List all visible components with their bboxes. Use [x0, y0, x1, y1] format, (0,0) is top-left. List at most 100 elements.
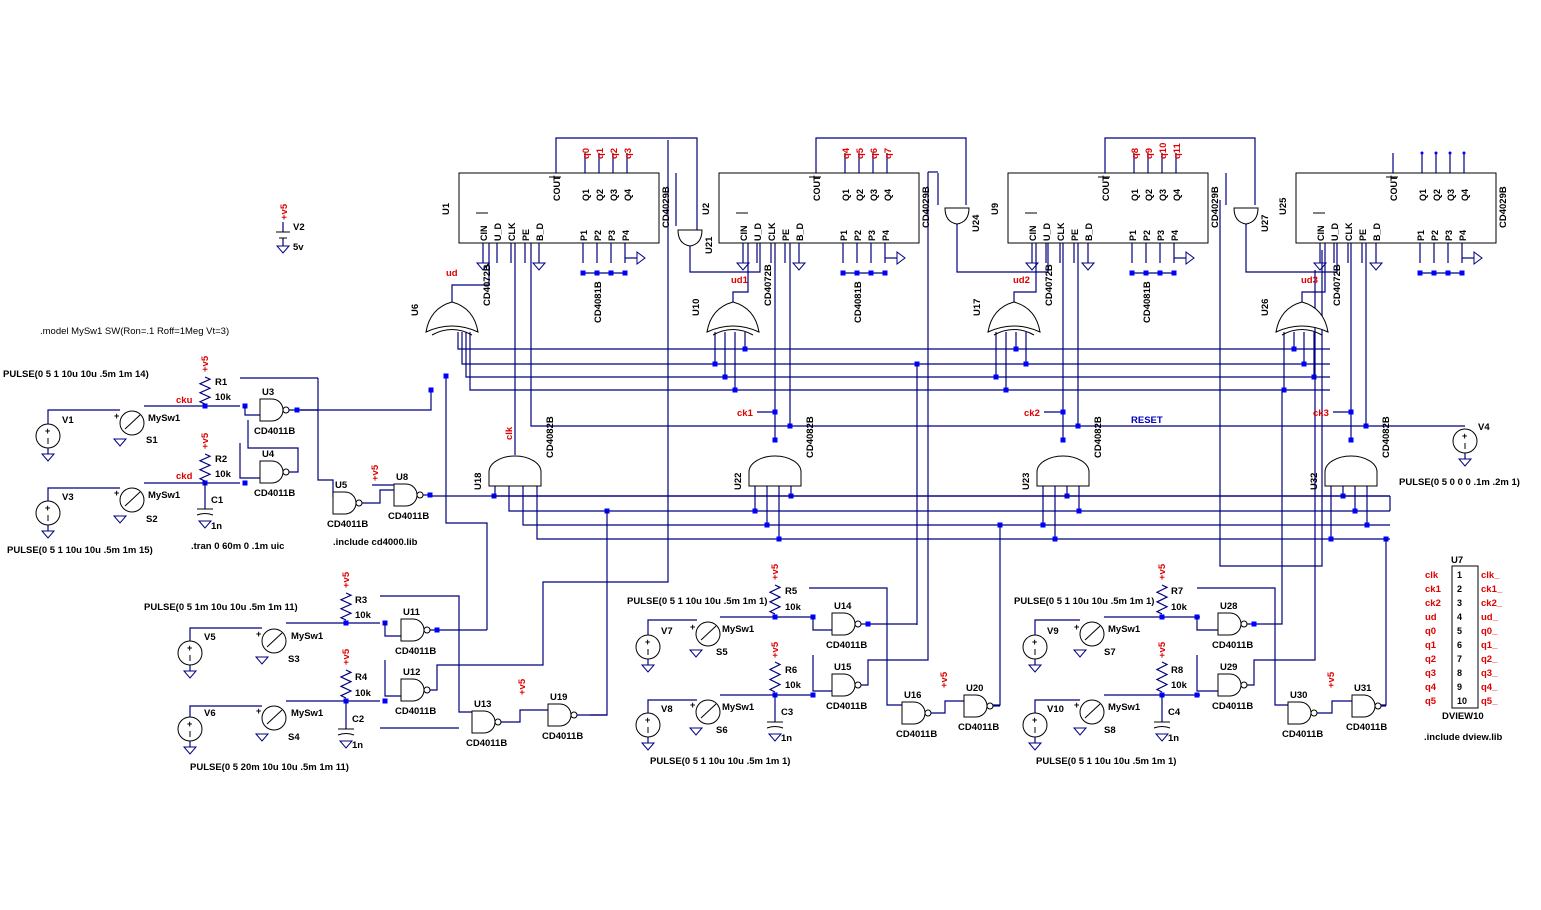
nand-gate-icon [259, 398, 284, 422]
pin-label: P1 [579, 230, 589, 241]
pin-label: B_D [795, 222, 805, 241]
pin-label: Q1 [841, 189, 851, 201]
junction [427, 492, 433, 498]
ground-icon [1154, 733, 1170, 742]
switch-blade [700, 625, 717, 641]
dview-output: q2_ [1481, 654, 1498, 665]
junction [1301, 361, 1307, 367]
inverter-bubble [986, 702, 994, 710]
wire [522, 486, 1390, 526]
pin-label: P3 [867, 230, 877, 241]
net-label-ud3: ud3 [1301, 275, 1318, 286]
junction [772, 409, 778, 415]
junction [1291, 346, 1297, 352]
wire [451, 243, 490, 302]
pin-label: P3 [1156, 230, 1166, 241]
net-label-q: q7 [883, 148, 894, 159]
voltage-source-icon [35, 500, 61, 526]
nand-gate-icon [831, 673, 856, 697]
gate-ref: U3 [262, 387, 274, 398]
junction [764, 522, 770, 528]
switch-blade [1084, 703, 1101, 719]
pin-label: B_D [1084, 222, 1094, 241]
src-ref: V3 [62, 492, 74, 503]
supply-label: +v5 [370, 464, 381, 481]
nand-gate-icon [400, 618, 425, 642]
nand-gate-icon [901, 701, 926, 725]
gate-ref: U28 [1220, 601, 1237, 612]
junction [1251, 621, 1257, 627]
pin-label: P4 [621, 230, 631, 241]
junction [1060, 437, 1066, 443]
cap-ref: C1 [211, 495, 224, 506]
pin-label: Q3 [609, 189, 619, 201]
wire [1196, 617, 1218, 631]
wire [555, 137, 698, 230]
and-gate-icon [1036, 455, 1090, 487]
junction [428, 387, 434, 393]
wire [498, 709, 548, 723]
gate-ref: U11 [403, 607, 421, 618]
switch-ref: S4 [288, 732, 300, 743]
gate-part: CD4072B [1044, 264, 1055, 306]
switch-blade [1084, 625, 1101, 641]
ground-icon [112, 515, 128, 524]
net-label-cku: cku [176, 395, 193, 406]
gate-part: CD4011B [1282, 729, 1323, 740]
dview-pin: 3 [1457, 598, 1462, 608]
dview-output: clk_ [1481, 570, 1500, 581]
ground-icon [1080, 262, 1096, 271]
pin-label: PE [781, 229, 791, 241]
switch-ref: S1 [146, 435, 158, 446]
or-gate-icon [1275, 301, 1329, 333]
junction [776, 536, 782, 542]
gate-ref: U23 [1021, 473, 1032, 490]
wire [812, 617, 832, 631]
resistor-icon [339, 669, 353, 699]
plus-sign: + [1032, 715, 1037, 725]
ground-icon [1027, 742, 1043, 751]
switch-model: MySw1 [291, 631, 324, 642]
pin-label: P2 [593, 230, 603, 241]
resistor-icon [768, 584, 782, 615]
ground-icon [735, 262, 751, 271]
switch-model: MySw1 [148, 490, 181, 501]
src-ref: V7 [661, 626, 673, 637]
dview-pin: 7 [1457, 654, 1462, 664]
supply-label: +v5 [200, 355, 211, 372]
dview-output: ck1_ [1481, 584, 1503, 595]
ground-icon [1312, 262, 1328, 271]
junction [1003, 387, 1009, 393]
wire [809, 587, 902, 706]
gate-ref: U14 [834, 601, 852, 612]
pin-label: COUT [1389, 175, 1399, 201]
junction [1052, 536, 1058, 542]
wire [815, 137, 967, 205]
wire [956, 224, 1049, 273]
capacitor-plate [196, 513, 214, 516]
dview-pin: 8 [1457, 668, 1462, 678]
junction [1157, 270, 1163, 276]
res-val: 10k [215, 392, 232, 403]
res-val: 10k [355, 688, 372, 699]
pin-label: Q1 [1130, 189, 1140, 201]
junction [343, 620, 349, 626]
gate-ref: U13 [474, 699, 491, 710]
wire [1244, 270, 1316, 686]
net-label-q: q5 [855, 147, 866, 159]
inverter-bubble [494, 718, 502, 726]
dview-output: q1_ [1481, 640, 1498, 651]
switch-icon [695, 699, 721, 725]
net-label-q: q4 [841, 147, 852, 159]
inverter-bubble [423, 686, 431, 694]
wire [1314, 700, 1352, 714]
res-val: 10k [1171, 680, 1188, 691]
junction [1060, 409, 1066, 415]
wire [300, 390, 432, 411]
or-gate-back [1281, 329, 1323, 336]
supply-label: +v5 [1157, 563, 1168, 580]
net-label-ck2: ck2 [1024, 408, 1040, 419]
plus-sign: + [690, 700, 695, 710]
gate-ref: U30 [1290, 690, 1307, 701]
wire [494, 486, 1390, 497]
